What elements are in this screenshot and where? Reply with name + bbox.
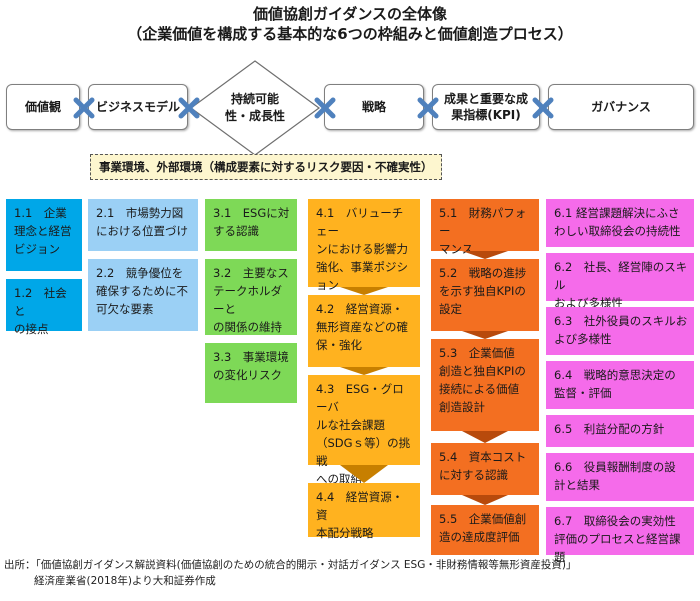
title-line-2: （企業価値を構成する基本的な6つの枠組みと価値創造プロセス） <box>127 25 573 43</box>
item-6-6: 6.6 役員報酬制度の設 計と結果 <box>546 453 694 501</box>
down-arrow-icon <box>340 465 388 483</box>
item-6-1: 6.1 経営課題解決にふさ わしい取締役会の持続性 <box>546 199 694 247</box>
header-strategy: 戦略 <box>324 84 424 130</box>
header-strategy-label: 戦略 <box>361 100 386 114</box>
header-governance: ガバナンス <box>548 84 694 130</box>
x-connector-icon <box>178 97 200 119</box>
item-5-4: 5.4 資本コスト に対する認識 <box>431 443 539 495</box>
header-sustainability-label: 持続可能 性・成長性 <box>224 92 285 123</box>
down-arrow-icon <box>462 251 508 259</box>
item-5-3: 5.3 企業価値 創造と独自KPIの 接続による価値 創造設計 <box>431 339 539 431</box>
header-kachikan: 価値観 <box>6 84 80 130</box>
header-kpi: 成果と重要な成 果指標(KPI) <box>432 84 540 130</box>
header-business-model-label: ビジネスモデル <box>95 100 180 114</box>
item-2-1: 2.1 市場勢力図 における位置づけ <box>88 199 198 251</box>
x-connector-icon <box>73 97 95 119</box>
source-line-1: 出所：「価値協創ガイダンス解説資料(価値協創のための統合的開示・対話ガイダンス … <box>4 559 577 571</box>
item-1-2: 1.2 社会と の接点 <box>6 279 82 336</box>
header-business-model: ビジネスモデル <box>88 84 188 130</box>
source-note: 出所：「価値協創ガイダンス解説資料(価値協創のための統合的開示・対話ガイダンス … <box>4 557 694 589</box>
item-6-5: 6.5 利益分配の方針 <box>546 415 694 447</box>
down-arrow-icon <box>462 331 508 339</box>
environment-bar: 事業環境、外部環境（構成要素に対するリスク要因・不確実性） <box>90 154 442 180</box>
x-connector-icon <box>417 97 439 119</box>
item-5-2: 5.2 戦略の進捗 を示す独自KPIの 設定 <box>431 259 539 331</box>
item-2-2: 2.2 競争優位を 確保するために不 可欠な要素 <box>88 259 198 331</box>
page-title: 価値協創ガイダンスの全体像 （企業価値を構成する基本的な6つの枠組みと価値創造プ… <box>0 4 700 44</box>
item-4-1: 4.1 バリューチェー ンにおける影響力 強化、事業ポジション の改善 <box>308 199 420 310</box>
item-3-3: 3.3 事業環境 の変化リスク <box>205 343 297 403</box>
x-connector-icon <box>532 97 554 119</box>
title-line-1: 価値協創ガイダンスの全体像 <box>252 5 448 23</box>
x-connector-icon <box>314 97 336 119</box>
down-arrow-icon <box>340 367 388 375</box>
item-6-2: 6.2 社長、経営陣のスキル および多様性 <box>546 253 694 310</box>
header-kachikan-label: 価値観 <box>24 100 61 114</box>
item-4-4: 4.4 経営資源・資 本配分戦略 <box>308 483 420 540</box>
source-line-2: 経済産業省(2018年)より大和証券作成 <box>34 575 216 587</box>
item-6-4: 6.4 戦略的意思決定の 監督・評価 <box>546 361 694 409</box>
item-1-1: 1.1 企業 理念と経営 ビジョン <box>6 199 82 271</box>
item-6-7: 6.7 取締役会の実効性 評価のプロセスと経営課題 <box>546 507 694 564</box>
item-3-2: 3.2 主要なス テークホルダーと の関係の維持 <box>205 259 297 335</box>
item-5-1: 5.1 財務パフォー マンス <box>431 199 539 256</box>
down-arrow-icon <box>462 431 508 443</box>
down-arrow-icon <box>462 495 508 505</box>
item-5-5: 5.5 企業価値創 造の達成度評価 <box>431 505 539 555</box>
header-kpi-label: 成果と重要な成 果指標(KPI) <box>443 92 528 122</box>
item-4-2: 4.2 経営資源・ 無形資産などの確 保・強化 <box>308 295 420 367</box>
header-sustainability-diamond: 持続可能 性・成長性 <box>188 58 322 158</box>
down-arrow-icon <box>340 287 388 295</box>
item-6-3: 6.3 社外役員のスキルお よび多様性 <box>546 307 694 355</box>
header-governance-label: ガバナンス <box>591 100 651 114</box>
item-4-3: 4.3 ESG・グローバ ルな社会課題 （SDGｓ等）の挑戦 への取組 <box>308 375 420 486</box>
item-3-1: 3.1 ESGに対 する認識 <box>205 199 297 251</box>
